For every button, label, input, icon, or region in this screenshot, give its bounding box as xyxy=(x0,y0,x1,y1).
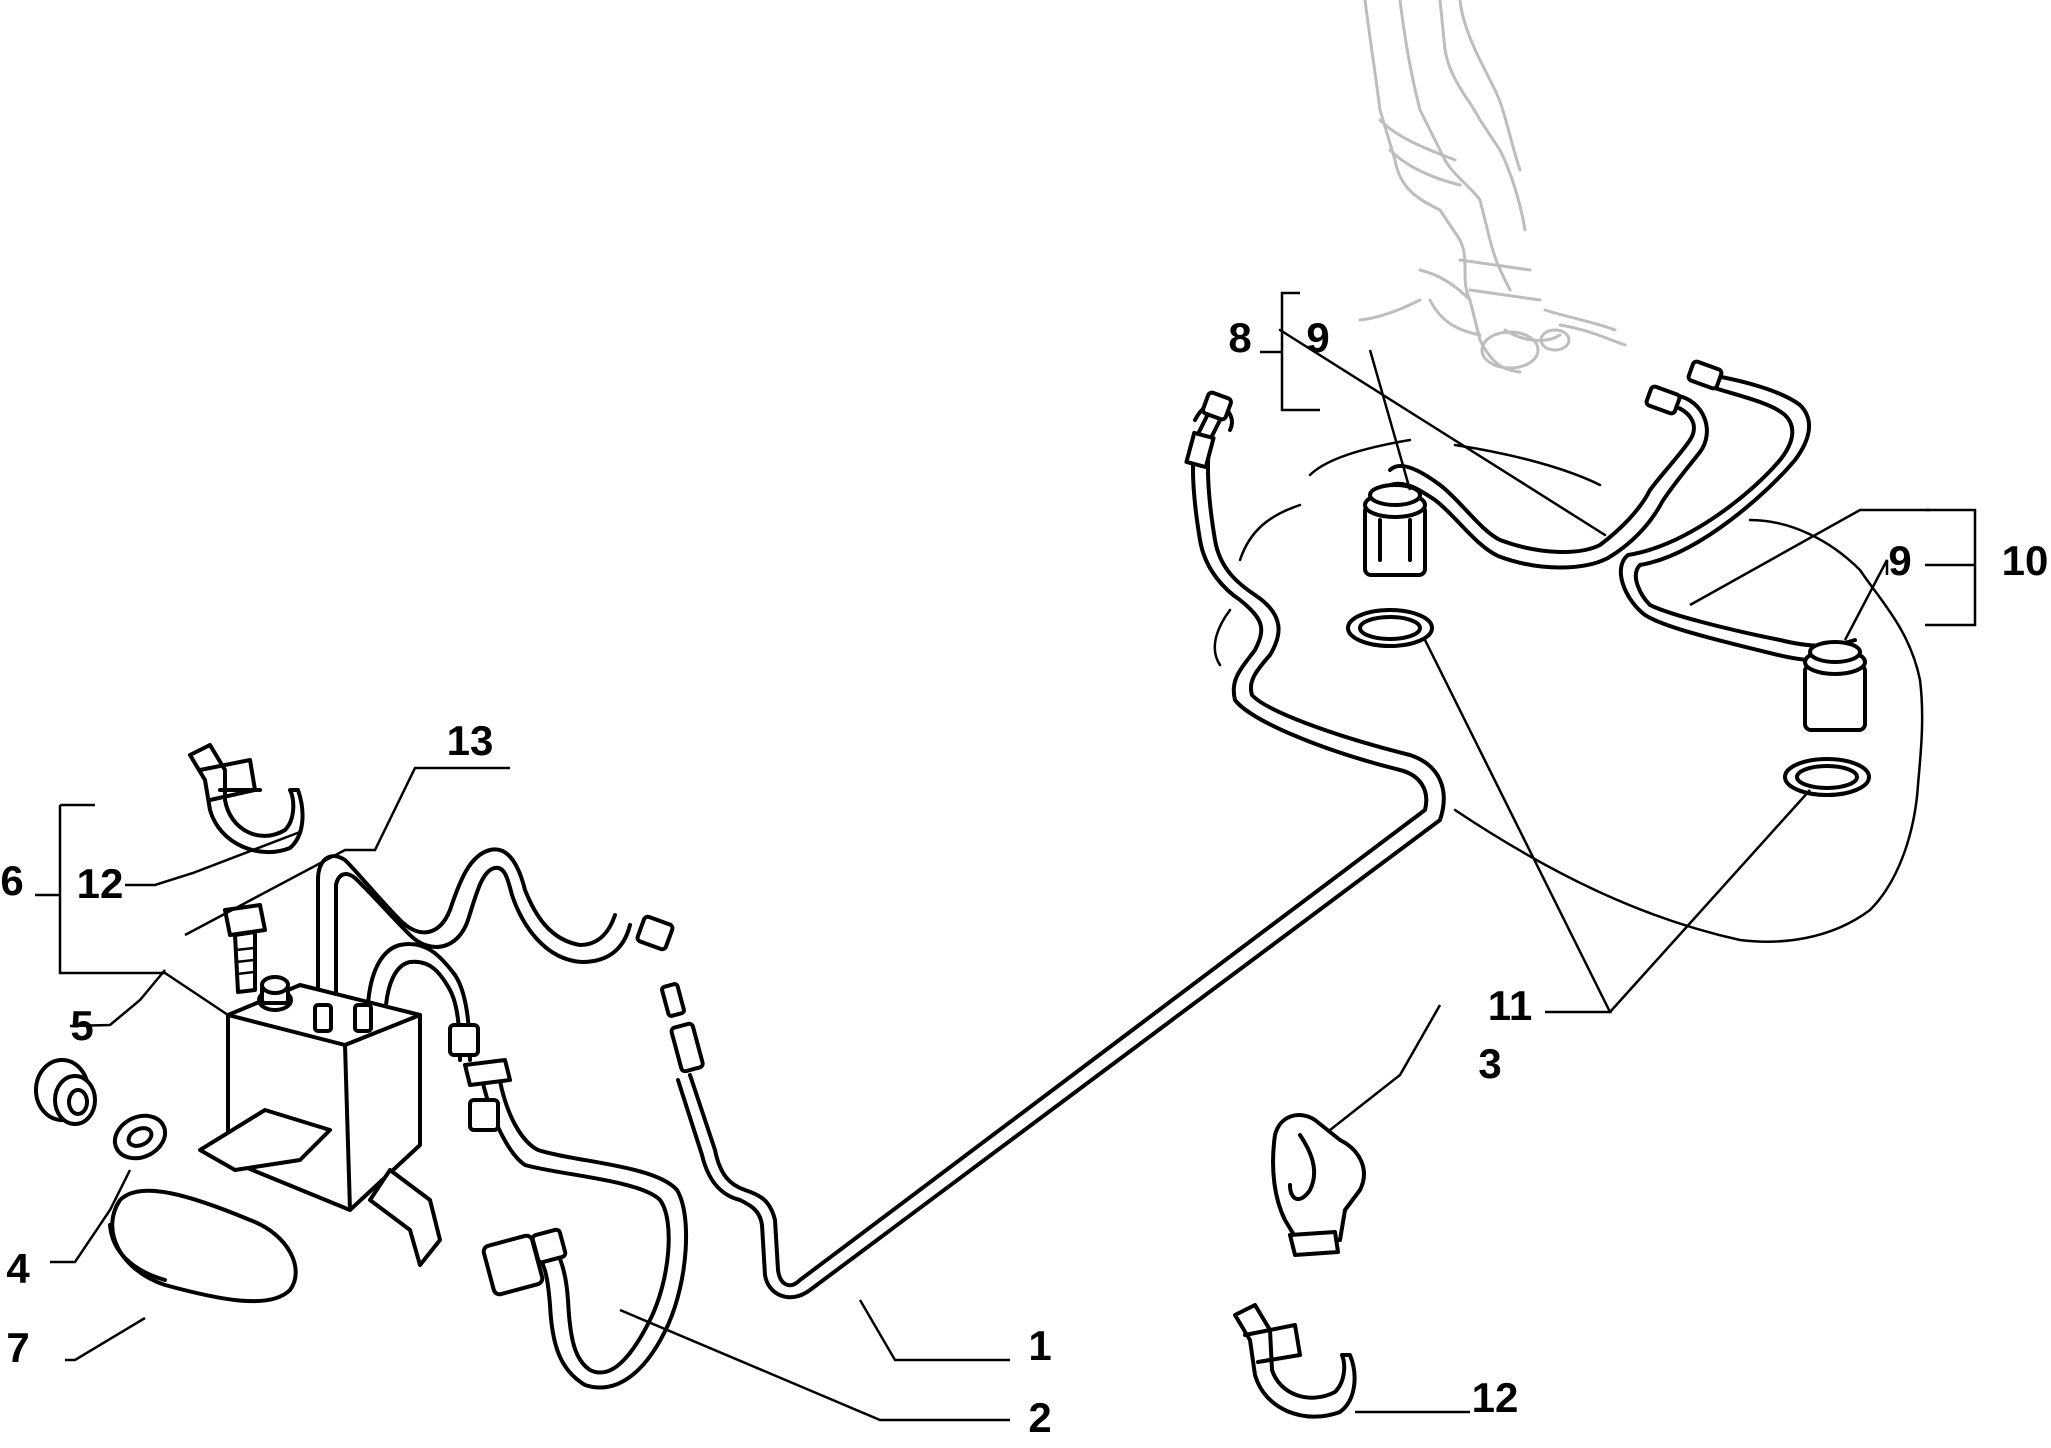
label-3: 3 xyxy=(1478,1040,1501,1087)
pump-8 xyxy=(1363,384,1709,577)
washer-4 xyxy=(112,1113,168,1161)
label-13: 13 xyxy=(447,717,494,764)
ghost-filler-neck xyxy=(1358,0,1627,374)
leader-3 xyxy=(1329,1004,1442,1131)
seal-ring-11-right xyxy=(1783,757,1871,797)
label-7: 7 xyxy=(6,1324,29,1371)
label-11: 11 xyxy=(1488,982,1532,1029)
bolt-13 xyxy=(223,903,267,994)
leader-5 xyxy=(69,969,166,1028)
leader-4 xyxy=(50,1169,132,1264)
clamp-3 xyxy=(1271,1113,1366,1257)
clip-12-upper xyxy=(188,743,305,854)
leader-7 xyxy=(65,1316,146,1362)
pad-7 xyxy=(108,1188,298,1304)
leader-10-extension xyxy=(1689,508,1930,607)
leader-13 xyxy=(184,766,510,937)
seal-ring-11-left xyxy=(1346,608,1434,648)
leader-2 xyxy=(619,1308,1010,1422)
grommet-5 xyxy=(34,1058,97,1126)
leader-8 xyxy=(1260,291,1320,412)
leader-lines xyxy=(35,291,1977,1422)
label-8: 8 xyxy=(1228,314,1251,361)
leader-11 xyxy=(1423,639,1811,1014)
leader-9-left xyxy=(1368,349,1412,491)
leader-9-right xyxy=(1843,559,1889,641)
clip-12-lower xyxy=(1233,1303,1357,1419)
label-12-upper: 12 xyxy=(77,860,124,907)
canister-hoses xyxy=(316,847,675,1062)
label-4: 4 xyxy=(6,1245,30,1292)
label-9-right: 9 xyxy=(1888,537,1911,584)
leader-1 xyxy=(858,1299,1010,1362)
label-1: 1 xyxy=(1028,1322,1051,1369)
leader-6 xyxy=(35,803,229,1017)
label-9-left: 9 xyxy=(1306,314,1329,361)
label-5: 5 xyxy=(70,1002,93,1049)
leader-12-upper xyxy=(125,830,301,887)
fuel-pipe-main xyxy=(660,390,1446,1300)
leader-10 xyxy=(1925,508,1977,627)
evap-canister xyxy=(198,975,442,1267)
label-12-lower: 12 xyxy=(1472,1374,1519,1421)
fuel-hose-2 xyxy=(463,1058,689,1390)
label-6: 6 xyxy=(0,857,23,904)
label-10: 10 xyxy=(2002,537,2049,584)
label-2: 2 xyxy=(1028,1394,1051,1441)
pump-10 xyxy=(1618,359,1867,732)
tank-outline xyxy=(1213,328,1924,943)
reference-numbers: 1 2 3 4 5 6 7 8 9 9 10 11 12 12 13 xyxy=(0,314,2048,1441)
